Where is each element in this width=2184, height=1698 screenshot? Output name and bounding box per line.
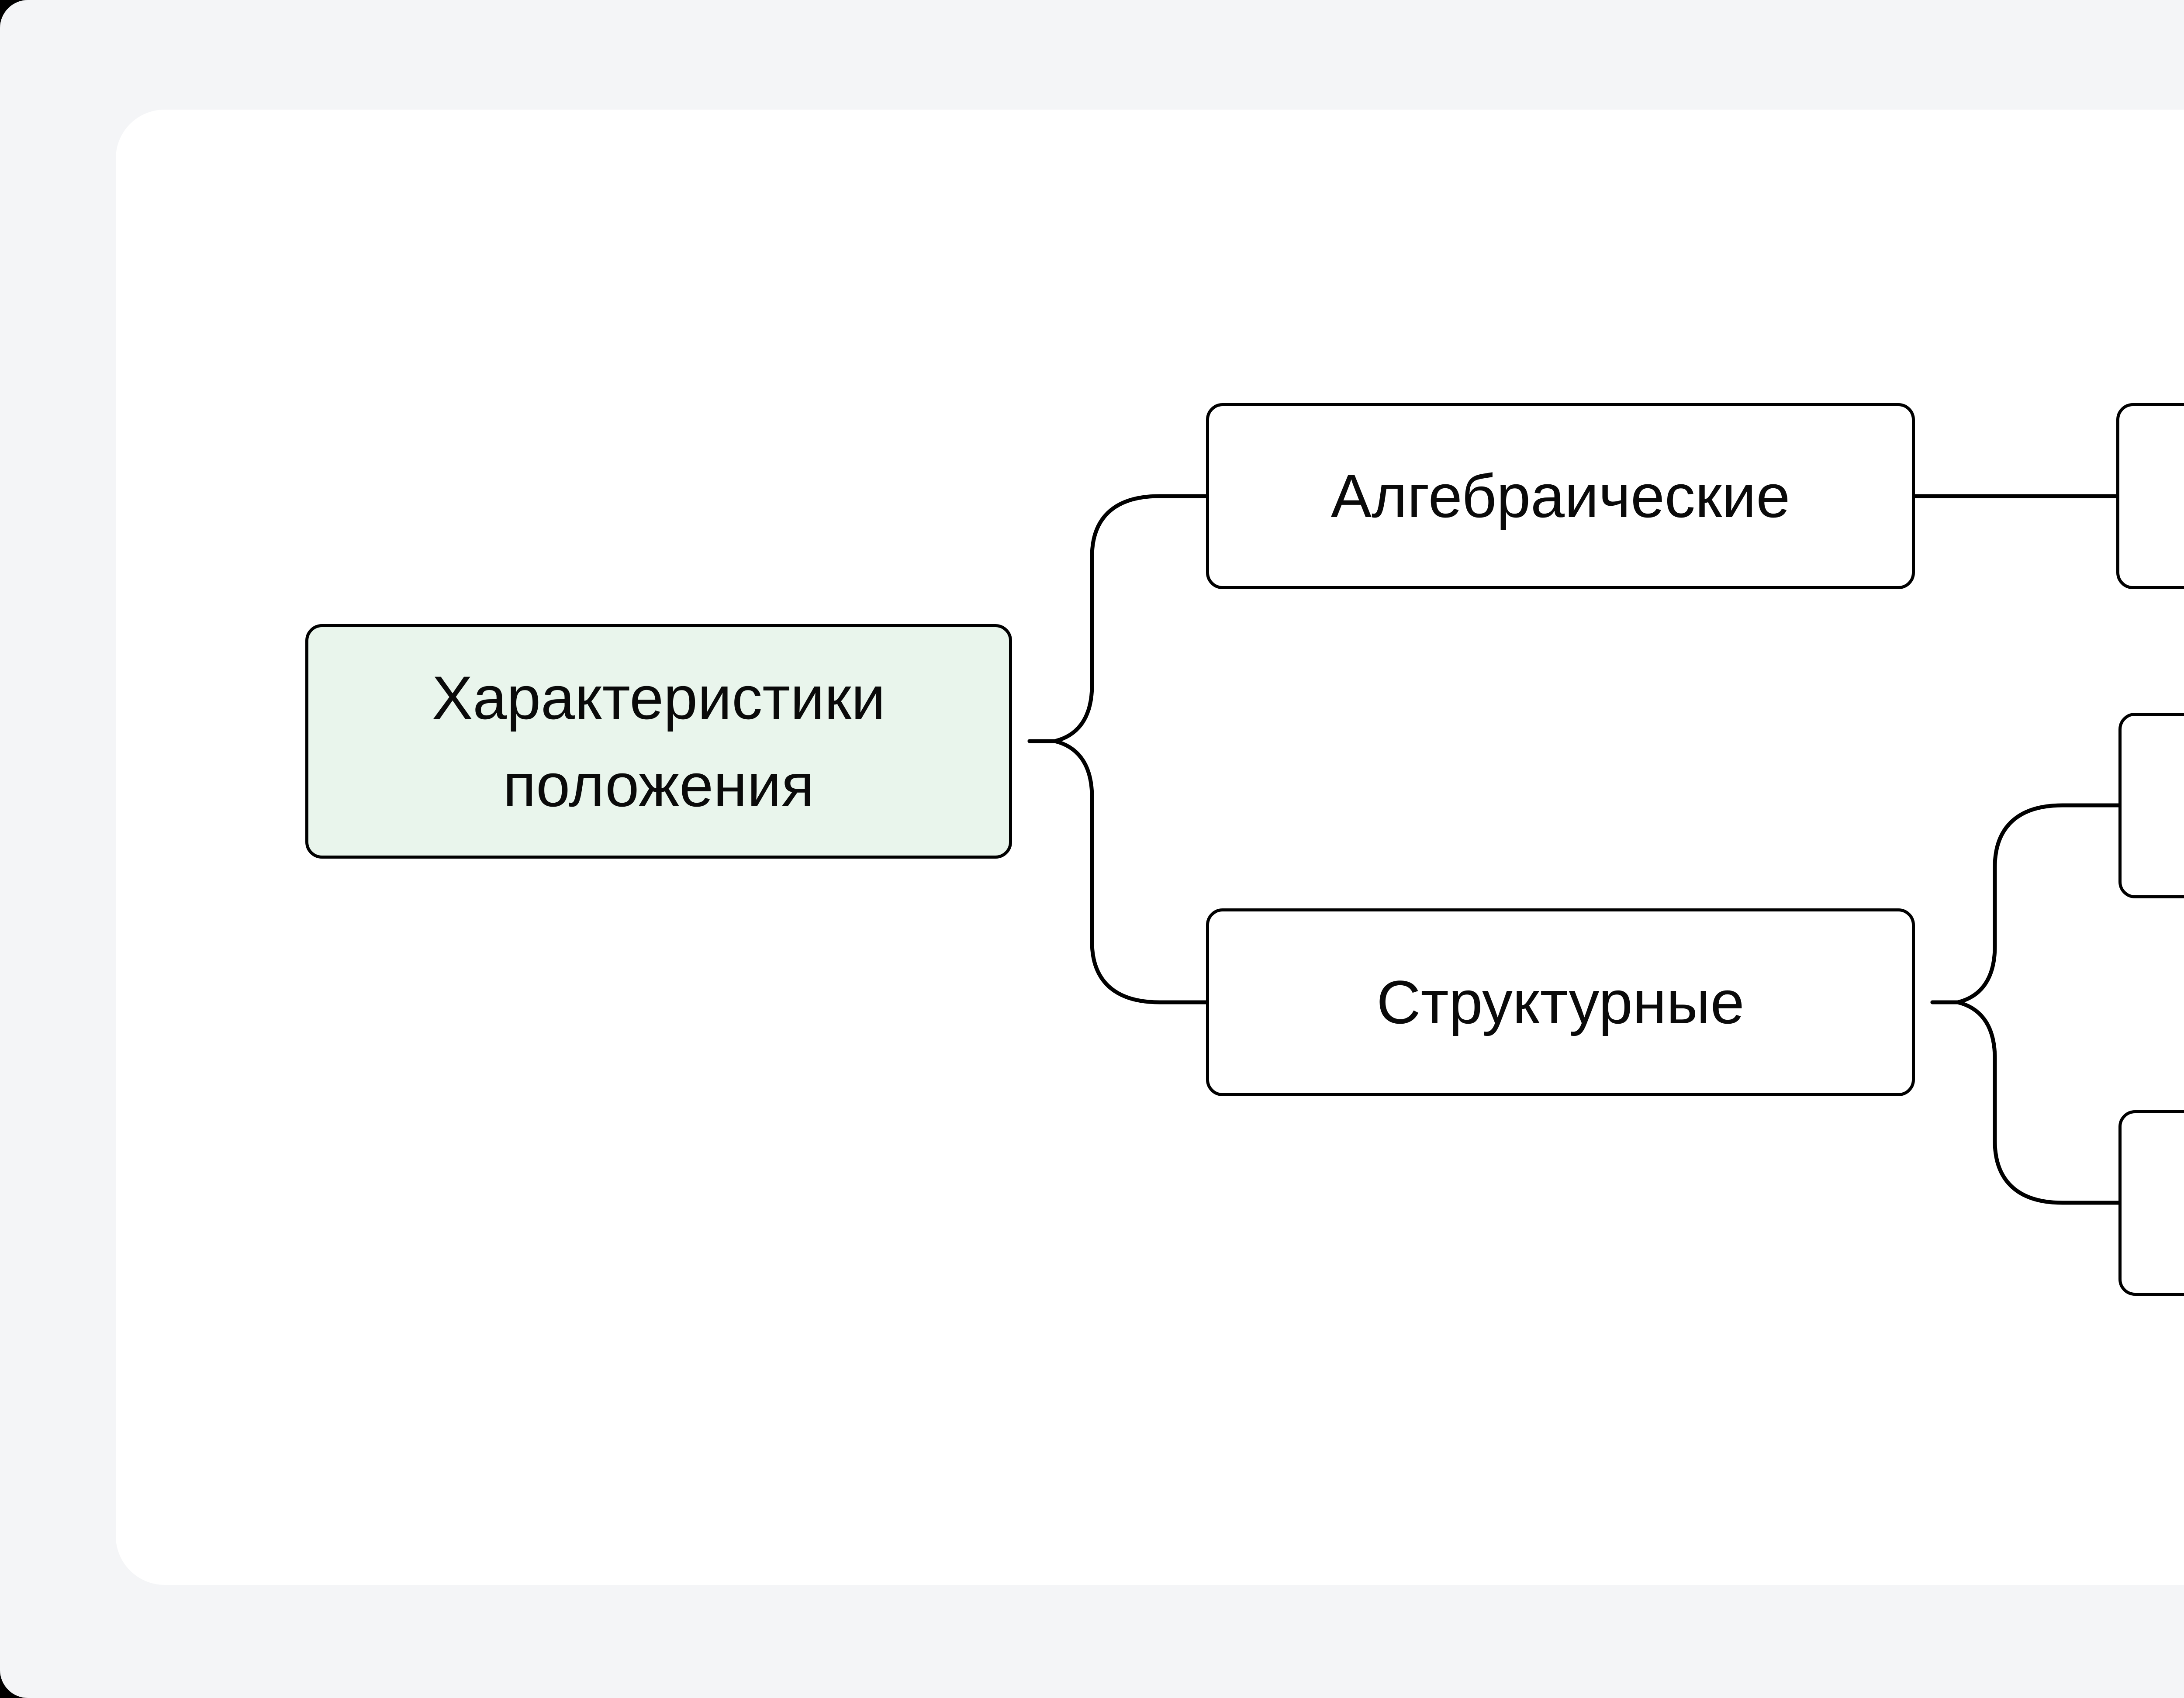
node-structural-label: Структурные — [1376, 968, 1745, 1036]
structural-brace-lower-arm — [1930, 1000, 2121, 1205]
node-root-label-line2: положения — [503, 750, 815, 819]
node-algebraic: Алгебраические — [1206, 403, 1915, 589]
node-median: Медиана — [2118, 1110, 2184, 1296]
root-brace-lower-arm — [1027, 739, 1208, 1004]
node-mode: Мода — [2118, 713, 2184, 898]
node-structural: Структурные — [1206, 908, 1915, 1096]
node-arithmetic-mean: Среднее арифметическое — [2116, 403, 2184, 589]
node-algebraic-label: Алгебраические — [1330, 462, 1790, 530]
structural-brace-upper-arm — [1930, 803, 2121, 1004]
node-root: Характеристики положения — [305, 624, 1012, 859]
node-root-label-line1: Характеристики — [432, 663, 886, 732]
root-brace-upper-arm — [1027, 494, 1208, 743]
